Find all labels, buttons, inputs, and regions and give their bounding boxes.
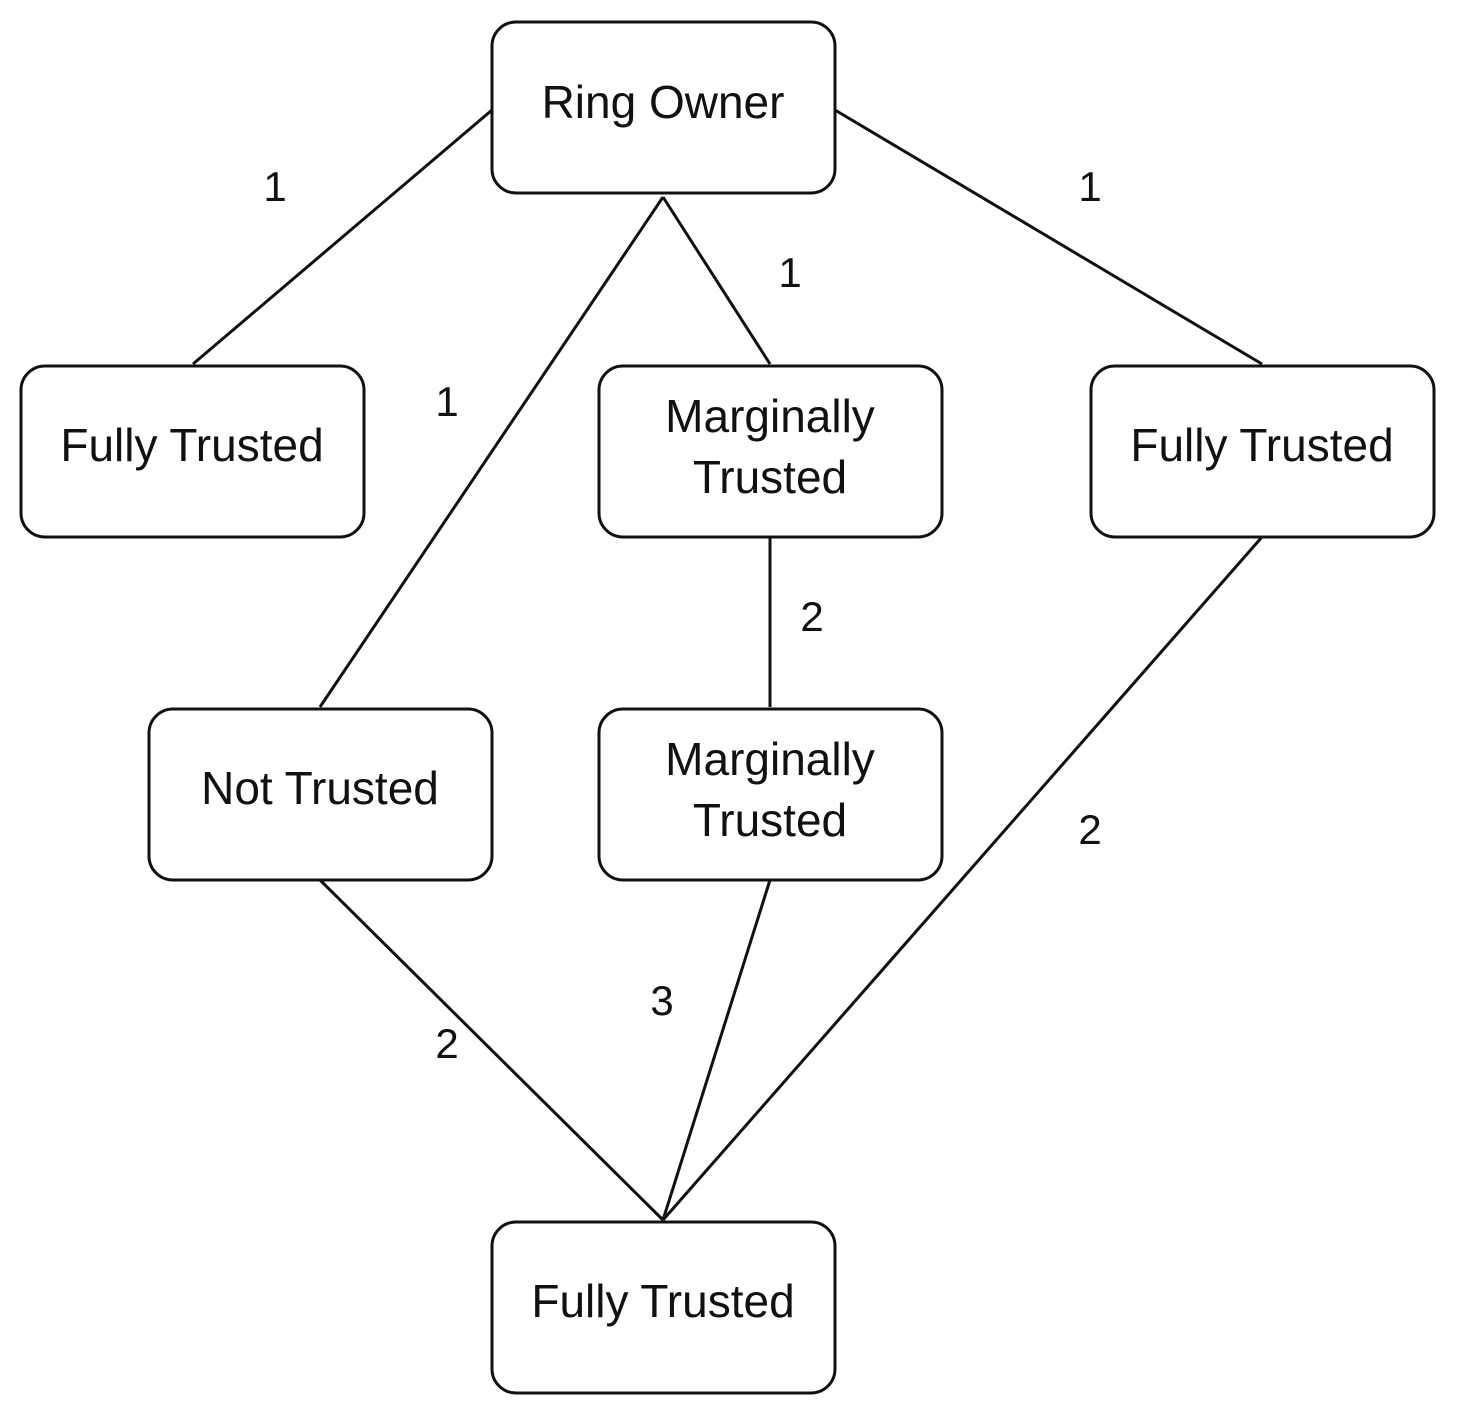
node-fully-trusted-right: Fully Trusted xyxy=(1089,364,1436,539)
node-label: Not Trusted xyxy=(201,762,439,814)
edge-label-owner-to-fully-left: 1 xyxy=(263,163,286,210)
node-label: Ring Owner xyxy=(542,76,785,128)
edge-label-not-trusted-to-fully-bottom: 2 xyxy=(435,1020,458,1067)
node-label: Fully Trusted xyxy=(60,419,323,471)
node-label: Fully Trusted xyxy=(531,1275,794,1327)
node-box xyxy=(147,707,494,882)
node-box xyxy=(597,364,944,539)
edge-owner-to-fully-trusted-right xyxy=(834,108,1263,366)
edge-label-marginal-bottom-to-fully-bottom: 3 xyxy=(650,977,673,1024)
node-label-line2: Trusted xyxy=(693,794,847,846)
edge-owner-to-marginally-trusted-top xyxy=(661,196,772,365)
node-box xyxy=(490,1220,837,1395)
edge-label-owner-to-fully-right: 1 xyxy=(1078,163,1101,210)
node-ring-owner: Ring Owner xyxy=(490,20,837,195)
node-label-line1: Marginally xyxy=(665,390,875,442)
node-fully-trusted-bottom: Fully Trusted xyxy=(490,1220,837,1395)
node-marginally-trusted-top: Marginally Trusted xyxy=(597,364,944,539)
node-label: Fully Trusted xyxy=(1130,419,1393,471)
edge-fully-right-to-fully-bottom xyxy=(661,536,1264,1221)
edge-label-marginal-top-to-bottom: 2 xyxy=(800,593,823,640)
node-not-trusted: Not Trusted xyxy=(147,707,494,882)
edges xyxy=(192,108,1264,1222)
node-marginally-trusted-bottom: Marginally Trusted xyxy=(597,707,944,882)
edge-owner-to-fully-trusted-left xyxy=(192,108,493,366)
node-label-line2: Trusted xyxy=(693,451,847,503)
edge-label-owner-to-not-trusted: 1 xyxy=(435,378,458,425)
node-box xyxy=(490,20,837,195)
edge-not-trusted-to-fully-bottom xyxy=(318,878,665,1222)
node-box xyxy=(19,364,366,539)
node-fully-trusted-left: Fully Trusted xyxy=(19,364,366,539)
edge-labels: 1 1 1 1 2 2 3 2 xyxy=(263,163,1101,1067)
edge-label-fully-right-to-bottom: 2 xyxy=(1078,806,1101,853)
node-box xyxy=(597,707,944,882)
edge-owner-to-not-trusted xyxy=(318,196,665,708)
node-box xyxy=(1089,364,1436,539)
edge-label-owner-to-marginal-top: 1 xyxy=(778,249,801,296)
edge-marginal-bottom-to-fully-bottom xyxy=(661,879,772,1221)
node-label-line1: Marginally xyxy=(665,733,875,785)
